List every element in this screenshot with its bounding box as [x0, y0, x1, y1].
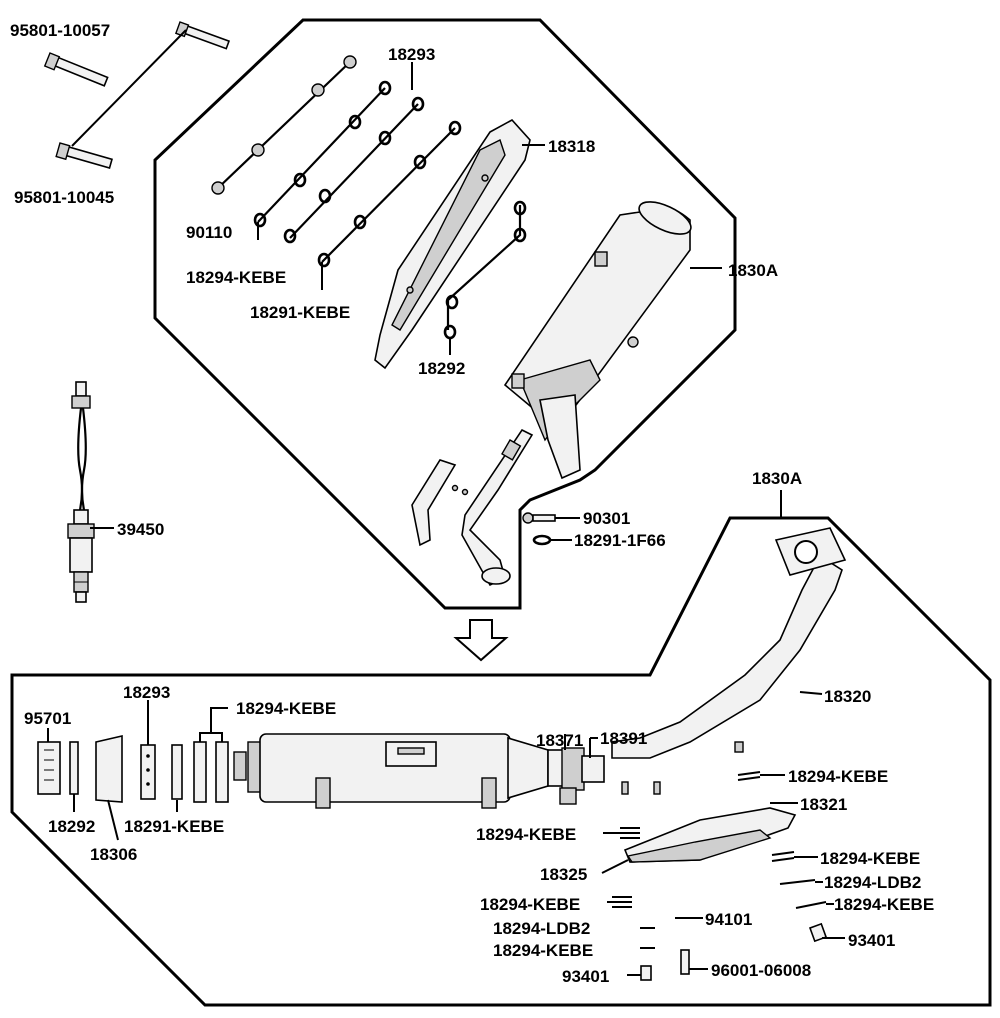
upper-muffler [503, 201, 692, 480]
upper-section-border [153, 18, 737, 610]
label-bolt-long-a: 95801-10057 [10, 21, 110, 40]
label-packing-ring: 18291-KEBE [124, 817, 224, 836]
lower-muffler-body [233, 733, 605, 809]
lower-left-parts [37, 707, 229, 803]
washer-chain [443, 200, 527, 340]
nut-chain [211, 55, 357, 195]
label-screw-right: 93401 [848, 931, 895, 950]
label-bolt-small: 94101 [705, 910, 752, 929]
label-baffle: 18306 [90, 845, 137, 864]
label-end-cap: 95701 [24, 709, 71, 728]
label-top-packing-a: 18294-KEBE [186, 268, 286, 287]
lower-exhaust-pipe [611, 527, 847, 795]
down-arrow-icon [453, 619, 509, 662]
small-fasteners [612, 771, 828, 981]
upper-exhaust-pipe [411, 428, 534, 587]
bolt-long-group [43, 21, 231, 169]
label-heat-guard: 18325 [540, 865, 587, 884]
label-packing-ldb-left: 18294-LDB2 [493, 919, 590, 938]
gasket-chain-c [317, 120, 462, 268]
label-exhaust-pipe: 18320 [824, 687, 871, 706]
label-top-gasket: 18293 [388, 45, 435, 64]
gasket-chain-a [253, 80, 392, 228]
label-top-washer: 18292 [418, 359, 465, 378]
label-exhaust-gasket: 18291-1F66 [574, 531, 666, 550]
label-bottom-assy: 1830A [752, 469, 802, 488]
leader-lines [47, 62, 845, 976]
label-bolt-bottom: 96001-06008 [711, 961, 811, 980]
label-packing-left-a: 18294-KEBE [480, 895, 580, 914]
label-bolt-long-b: 95801-10045 [14, 188, 114, 207]
label-packing-mid: 18294-KEBE [476, 825, 576, 844]
label-top-muffler-assy: 1830A [728, 261, 778, 280]
pipe-cover-guard [623, 807, 797, 863]
label-screw-left: 93401 [562, 967, 609, 986]
label-gasket-ring: 18293 [123, 683, 170, 702]
lower-section-border [10, 516, 992, 1007]
label-top-cover: 18318 [548, 137, 595, 156]
oxygen-sensor [67, 381, 95, 603]
label-washer-ring: 18292 [48, 817, 95, 836]
label-exhaust-nut: 90301 [583, 509, 630, 528]
label-packing-right-c: 18294-KEBE [834, 895, 934, 914]
label-packing-set: 18294-KEBE [236, 699, 336, 718]
gasket-chain-b [283, 96, 425, 244]
label-packing-right-a: 18294-KEBE [788, 767, 888, 786]
label-sensor: 39450 [117, 520, 164, 539]
label-collar: 18371 [536, 731, 583, 750]
label-top-nut: 90110 [186, 223, 232, 242]
label-clamp: 18391 [600, 729, 647, 748]
label-packing-right-b: 18294-KEBE [820, 849, 920, 868]
label-packing-left-b: 18294-KEBE [493, 941, 593, 960]
label-top-packing-b: 18291-KEBE [250, 303, 350, 322]
label-packing-ldb-right: 18294-LDB2 [824, 873, 921, 892]
label-pipe-cover: 18321 [800, 795, 847, 814]
heat-shield-cover [374, 118, 531, 370]
